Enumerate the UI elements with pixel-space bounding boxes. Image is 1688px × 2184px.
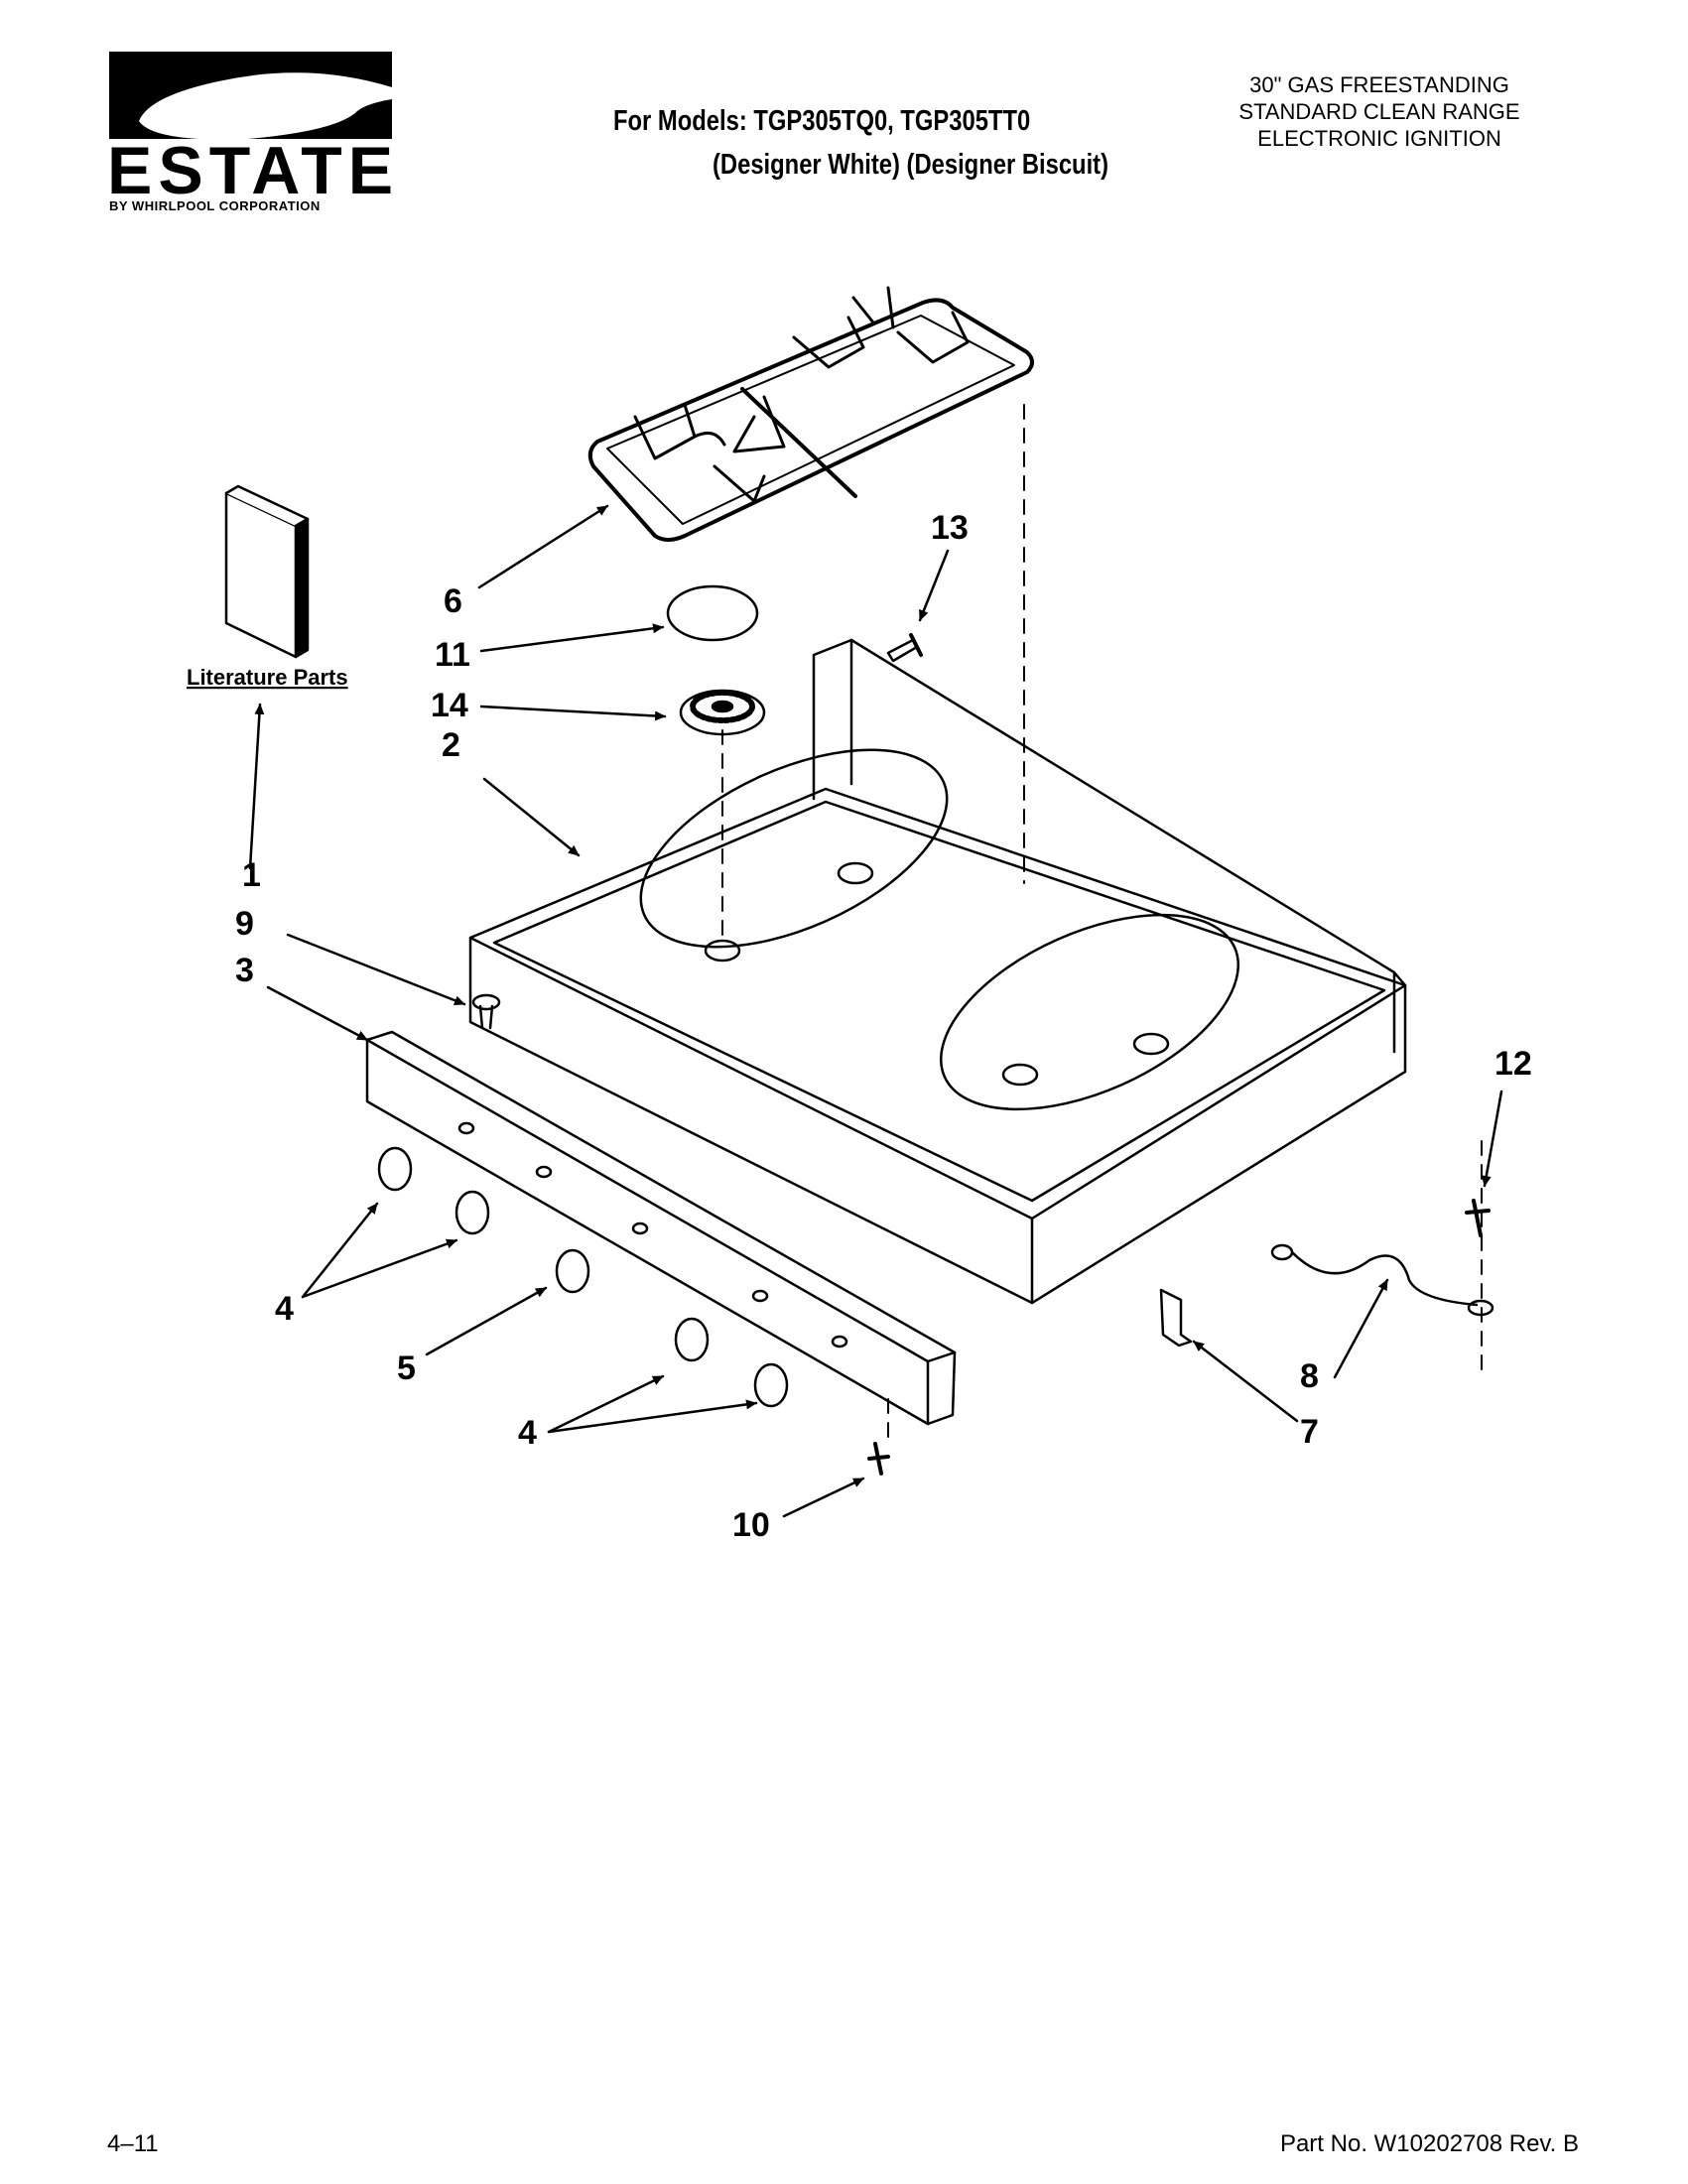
callout-6: 6 xyxy=(444,582,462,620)
cooktop-panel xyxy=(468,638,1407,1305)
callout-11: 11 xyxy=(435,636,470,674)
range-desc-line: STANDARD CLEAN RANGE xyxy=(1238,99,1520,124)
estate-logo xyxy=(109,52,392,139)
callout-7: 7 xyxy=(1300,1413,1319,1451)
callout-9: 9 xyxy=(235,905,254,943)
literature-parts-label: Literature Parts xyxy=(187,665,348,690)
callout-3: 3 xyxy=(235,952,254,989)
callout-14: 14 xyxy=(431,687,468,724)
page-number: 4–11 xyxy=(107,2130,159,2157)
range-desc-line: ELECTRONIC IGNITION xyxy=(1257,126,1501,151)
control-panel xyxy=(365,1030,957,1426)
screw-12 xyxy=(1465,1199,1491,1237)
callout-4: 4 xyxy=(518,1414,537,1452)
callout-4: 4 xyxy=(275,1290,294,1328)
brand-subtitle: BY WHIRLPOOL CORPORATION xyxy=(109,198,321,213)
variants-line: (Designer White) (Designer Biscuit) xyxy=(713,149,1109,181)
control-knobs xyxy=(377,1146,789,1408)
burner-grate xyxy=(587,286,1034,542)
callout-5: 5 xyxy=(397,1349,416,1387)
callout-10: 10 xyxy=(732,1506,770,1544)
ground-wire-8 xyxy=(1270,1243,1494,1317)
screw-10 xyxy=(867,1442,890,1476)
literature-booklet xyxy=(224,484,310,659)
range-description: 30" GAS FREESTANDING STANDARD CLEAN RANG… xyxy=(1231,71,1528,152)
bracket-7 xyxy=(1159,1288,1193,1348)
callout-13: 13 xyxy=(931,509,969,547)
burner-base xyxy=(679,689,766,736)
burner-cap xyxy=(666,584,759,642)
callout-2: 2 xyxy=(442,726,460,764)
callout-8: 8 xyxy=(1300,1357,1319,1395)
part-number: Part No. W10202708 Rev. B xyxy=(1279,2130,1579,2157)
callout-12: 12 xyxy=(1494,1045,1532,1083)
brand-wordmark: ESTATE xyxy=(107,133,400,208)
screw-13 xyxy=(886,633,923,663)
callout-1: 1 xyxy=(242,856,261,894)
plug-9 xyxy=(471,993,501,1030)
range-desc-line: 30" GAS FREESTANDING xyxy=(1249,72,1509,97)
models-line: For Models: TGP305TQ0, TGP305TT0 xyxy=(613,105,1031,137)
